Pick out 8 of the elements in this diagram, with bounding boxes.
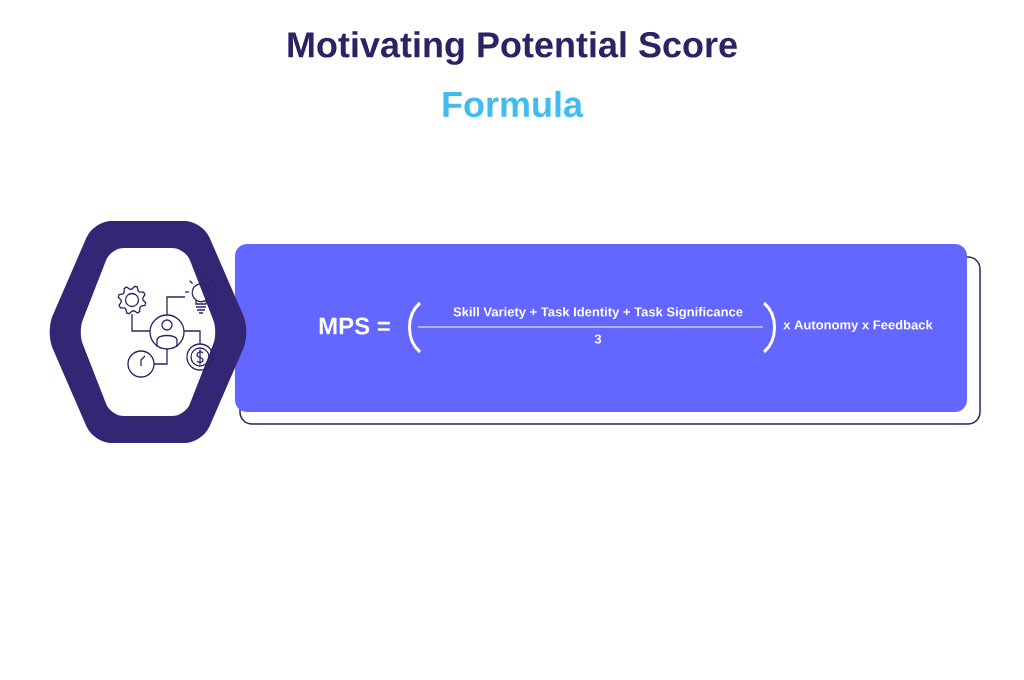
title: Motivating Potential Score (288, 31, 737, 65)
formula-band (235, 244, 981, 425)
formula-denominator: 3 (594, 334, 602, 344)
formula-factor: x Autonomy x Feedback (783, 319, 933, 333)
formula-numerator: Skill Variety + Task Identity + Task Significance (453, 306, 743, 320)
hexagon-badge (49, 221, 247, 443)
subtitle: Formula (443, 90, 584, 118)
formula-label: MPS = (319, 317, 390, 335)
